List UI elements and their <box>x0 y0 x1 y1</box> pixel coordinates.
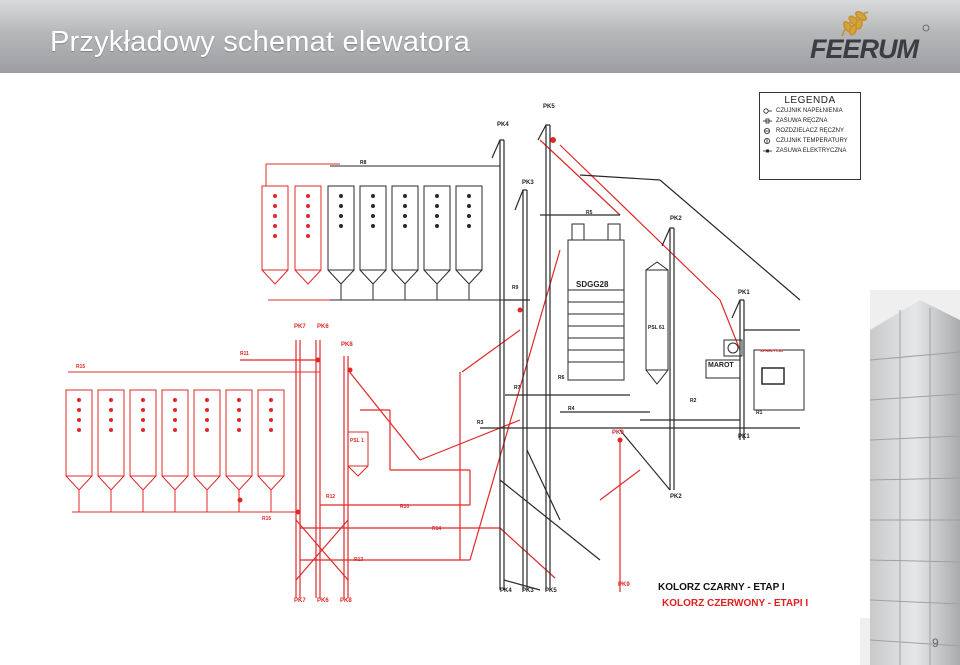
manual-gate-icon <box>763 118 772 124</box>
legend-item-manual-gate: ZASUWA RĘCZNA <box>760 116 860 126</box>
label-r10: R10 <box>400 504 410 510</box>
label-dryer: SDGG28 <box>576 280 609 289</box>
label-pk1-bottom: PK1 <box>738 434 750 440</box>
psl1-silo <box>347 431 369 477</box>
legend-item-temperature-sensor: CZUJNIK TEMPERATURY <box>760 136 860 146</box>
label-r4: R4 <box>568 406 575 412</box>
marot-cleaner <box>705 339 805 411</box>
label-r3: R3 <box>477 420 484 426</box>
label-r15: R15 <box>76 364 86 370</box>
label-pk8-bottom: PK8 <box>340 598 352 604</box>
silo-sensors-red-lower <box>77 398 273 432</box>
label-r16: R16 <box>262 516 272 522</box>
label-pk5-top: PK5 <box>543 104 555 110</box>
legend-label: ZASUWA ELEKTRYCZNA <box>776 148 847 154</box>
silo-sensors-black <box>339 194 471 228</box>
label-pk3-top: PK3 <box>522 180 534 186</box>
label-pk3-bottom: PK3 <box>522 588 534 594</box>
legend-item-electric-gate: ZASUWA ELEKTRYCZNA <box>760 146 860 156</box>
electric-gate-icon <box>763 149 772 153</box>
feerum-logo: FEERUM <box>806 10 936 68</box>
elevator-schematic <box>60 88 870 618</box>
label-sprezarka: SPREZYCIA <box>760 348 783 353</box>
label-psl61: PSL 61 <box>648 325 665 331</box>
label-pk-bottom-red: PK9 <box>618 582 630 588</box>
label-r13: R13 <box>354 557 364 563</box>
dryer-sdgg28 <box>567 223 625 381</box>
label-pk9: PK9 <box>612 430 624 436</box>
label-r8: R8 <box>360 160 367 166</box>
label-r11: R11 <box>240 351 249 357</box>
legend-item-manual-distributor: ROZDZIELACZ RĘCZNY <box>760 126 860 136</box>
red-nodes <box>237 137 623 515</box>
label-pk4-bottom: PK4 <box>500 588 512 594</box>
label-r9: R9 <box>512 285 519 291</box>
legend-label: CZUJNIK TEMPERATURY <box>776 138 848 144</box>
manual-distributor-icon <box>764 128 770 134</box>
label-r6: R6 <box>558 375 565 381</box>
label-r7: R7 <box>514 385 521 391</box>
label-r14: R14 <box>432 526 442 532</box>
label-pk7-bottom: PK7 <box>294 598 306 604</box>
silo-photo-background <box>860 290 960 665</box>
label-r12: R12 <box>326 494 336 500</box>
psl61-silo <box>645 261 669 385</box>
stage-red-label: KOLORZ CZERWONY - ETAPI I <box>662 598 809 609</box>
label-pk2-bottom: PK2 <box>670 494 682 500</box>
header-bar <box>0 0 960 73</box>
legend-title: LEGENDA <box>784 95 836 106</box>
label-r5: R5 <box>586 210 593 216</box>
label-r1: R1 <box>756 410 763 416</box>
black-elevators-center <box>480 124 801 591</box>
label-pk6-bottom: PK6 <box>317 598 329 604</box>
page-title: Przykładowy schemat elewatora <box>50 26 471 58</box>
label-pk6-top: PK6 <box>317 324 329 330</box>
logo-text: FEERUM <box>810 34 919 64</box>
silo-bank-upper-black <box>327 165 520 301</box>
fill-sensor-icon <box>763 108 772 114</box>
legend-box: LEGENDA CZUJNIK NAPEŁNIENIA ZASUWA RĘCZN… <box>759 92 861 180</box>
silo-bank-upper-left <box>261 163 340 301</box>
label-psl1: PSL 1 <box>350 438 364 444</box>
label-pk2-top: PK2 <box>670 216 682 222</box>
label-pk7-top: PK7 <box>294 324 306 330</box>
temperature-sensor-icon <box>764 138 770 144</box>
label-pk1: PK1 <box>738 290 750 296</box>
legend-label: ROZDZIELACZ RĘCZNY <box>776 128 845 134</box>
legend-label: CZUJNIK NAPEŁNIENIA <box>776 108 843 114</box>
label-marot: MAROT <box>708 362 734 369</box>
red-elevators-left <box>240 139 741 598</box>
label-pk4-top: PK4 <box>497 122 509 128</box>
page-number: 9 <box>932 636 939 650</box>
wheat-ear-logo-icon <box>841 10 930 37</box>
label-pk8-top: PK8 <box>341 342 353 348</box>
legend-item-fill-sensor: CZUJNIK NAPEŁNIENIA <box>760 106 860 116</box>
stage-black-label: KOLORZ CZARNY - ETAP I <box>658 582 785 593</box>
legend-label: ZASUWA RĘCZNA <box>776 118 828 124</box>
silo-sensors-red-upper <box>273 194 310 238</box>
label-r2: R2 <box>690 398 697 404</box>
label-pk5-bottom: PK5 <box>545 588 557 594</box>
